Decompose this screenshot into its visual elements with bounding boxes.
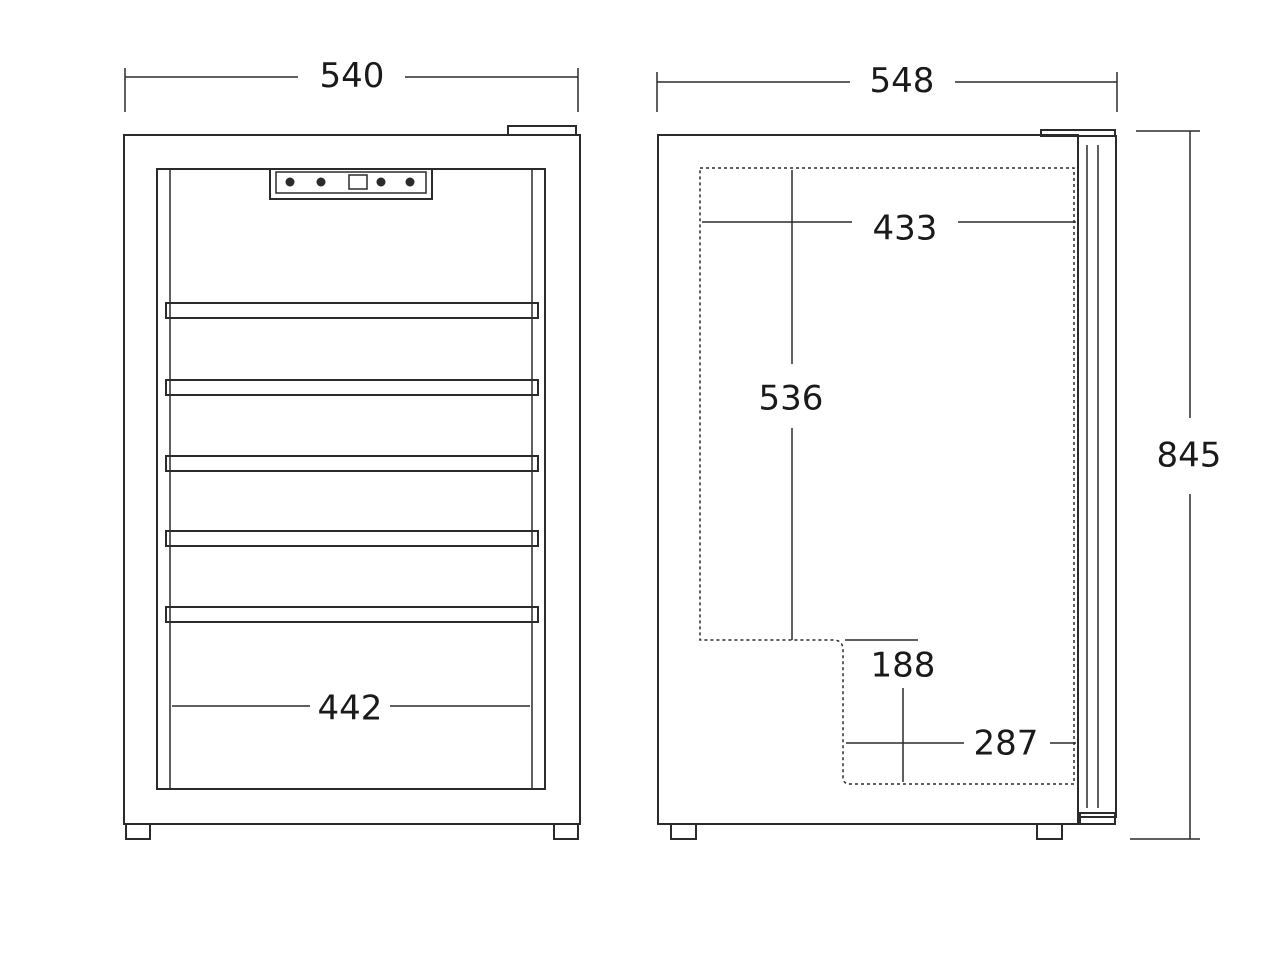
temperature-display: [348, 174, 368, 190]
control-button-icon: [376, 177, 386, 187]
side-cabinet-outline: [657, 134, 1079, 825]
total-height-dimension: 845: [1130, 130, 1222, 840]
front-interior-width-label: 442: [318, 689, 383, 729]
front-view: 540 442: [123, 56, 581, 840]
interior-height-dimension: 536: [759, 170, 824, 640]
step-depth-label: 287: [974, 724, 1039, 764]
side-front-foot: [1036, 823, 1063, 840]
control-panel: [269, 169, 433, 200]
shelf: [165, 302, 539, 319]
interior-depth-label: 433: [873, 209, 938, 249]
step-height-dimension: 188: [845, 639, 936, 782]
side-door: [1077, 135, 1117, 818]
shelves: [165, 302, 539, 623]
front-width-dimension: 540: [124, 56, 579, 112]
side-depth-label: 548: [870, 61, 935, 101]
front-interior-width-dimension: 442: [172, 689, 530, 729]
side-door-profile: [1077, 135, 1117, 825]
interior-depth-dimension: 433: [702, 209, 1076, 249]
side-bottom-hinge: [1079, 812, 1116, 825]
shelf: [165, 379, 539, 396]
front-top-hinge: [507, 125, 577, 136]
shelf: [165, 606, 539, 623]
control-button-icon: [316, 177, 326, 187]
interior-outline: [699, 167, 1075, 785]
control-button-icon: [405, 177, 415, 187]
shelf: [165, 455, 539, 472]
side-rear-foot: [670, 823, 697, 840]
side-view: 548 433 536 188: [656, 61, 1222, 840]
front-door-glass: [169, 168, 533, 790]
interior-height-label: 536: [759, 379, 824, 419]
total-height-label: 845: [1157, 436, 1222, 476]
step-height-label: 188: [871, 646, 936, 686]
shelf: [165, 530, 539, 547]
control-button-icon: [285, 177, 295, 187]
front-left-foot: [125, 823, 151, 840]
front-right-foot: [553, 823, 579, 840]
side-depth-dimension: 548: [656, 61, 1118, 112]
step-depth-dimension: 287: [846, 724, 1076, 764]
front-width-label: 540: [320, 56, 385, 96]
